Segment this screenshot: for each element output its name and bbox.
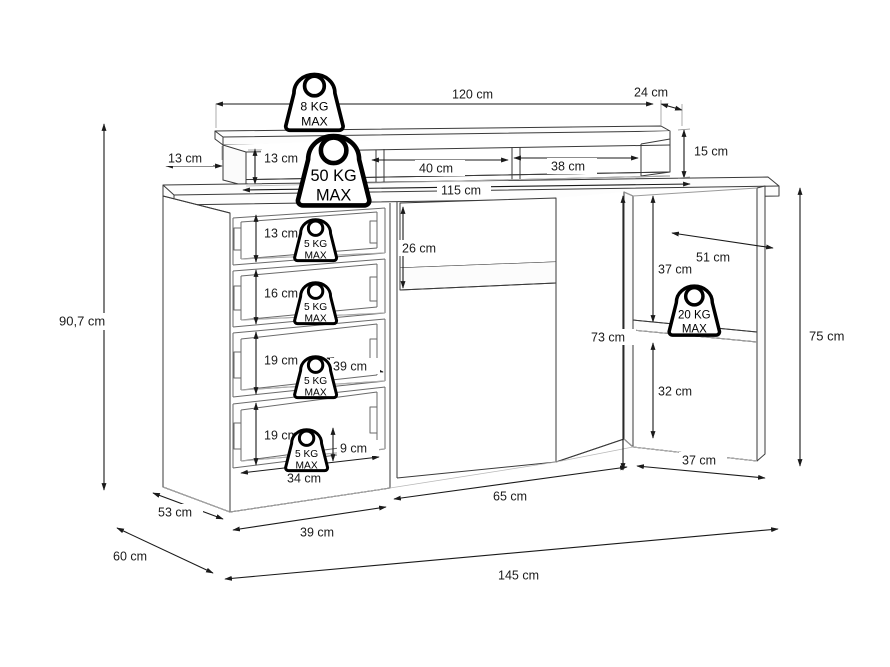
load-badge-max: MAX [305, 250, 327, 261]
dim-label-shelf-lower-height: 32 cm [658, 384, 692, 398]
label-24cm: 24 cm [630, 84, 680, 100]
dim-label-shelf-upper-height: 37 cm [658, 262, 692, 276]
label-60cm: 60 cm [110, 548, 158, 564]
load-badge-desktop: 50 KG MAX [295, 133, 372, 208]
load-badge-max: MAX [305, 387, 327, 398]
label-13cm-opening: 13 cm [261, 150, 309, 166]
dim-label-hutch-opening-height: 13 cm [264, 151, 298, 165]
dim-label-drawer2-height: 16 cm [264, 286, 298, 300]
right-unit-left-panel [623, 191, 634, 448]
label-9cm: 9 cm [337, 440, 379, 456]
dim-label-cabinet-front-width: 39 cm [300, 525, 334, 539]
dim-base-depth [116, 527, 214, 574]
load-badge-max: MAX [316, 187, 351, 205]
load-badge-right-shelf: 20 KG MAX [667, 284, 722, 337]
dim-shelf-width [636, 464, 766, 480]
load-badge-kg: 20 KG [678, 310, 711, 322]
label-73cm: 73 cm [588, 329, 636, 345]
dim-label-drawer4-height: 19 cm [264, 428, 298, 442]
label-15cm: 15 cm [691, 143, 739, 159]
dim-hutch-overhang [660, 103, 683, 111]
label-65cm: 65 cm [490, 488, 538, 504]
label-40cm: 40 cm [415, 160, 465, 176]
label-19cm-drawer3: 19 cm [261, 352, 309, 368]
left-side-panel [162, 195, 231, 513]
keyboard-tray [399, 197, 557, 269]
load-badge-drawer-1: 5 KG MAX [293, 218, 339, 263]
dim-label-hutch-comp-left: 40 cm [419, 161, 453, 175]
dim-label-hutch-overhang: 24 cm [634, 85, 668, 99]
hutch-right-end [640, 138, 671, 145]
dimension-labels: 120 cm 24 cm 13 cm 13 cm 40 cm [56, 84, 854, 583]
label-120cm: 120 cm [447, 86, 503, 102]
load-badge-kg: 5 KG [304, 239, 327, 250]
load-badge-hutch-top: 8 KG MAX [283, 72, 345, 133]
label-53cm: 53 cm [155, 504, 203, 520]
dim-label-overall-width: 145 cm [498, 568, 539, 582]
load-badge-max: MAX [305, 313, 327, 324]
dim-label-drawer1-height: 13 cm [264, 226, 298, 240]
label-90-7cm: 90,7 cm [56, 313, 116, 330]
label-13cm-depth: 13 cm [165, 150, 213, 166]
load-badge-max: MAX [296, 460, 318, 471]
load-badge-drawer-3: 5 KG MAX [293, 355, 339, 400]
dim-label-leg-clear-height: 73 cm [591, 330, 625, 344]
label-39cm-front: 39 cm [297, 524, 345, 540]
dim-label-keyboard-tray: 26 cm [402, 241, 436, 255]
load-badge-drawer-4: 5 KG MAX [284, 428, 330, 473]
label-37cm-upper: 37 cm [655, 261, 703, 277]
right-unit-right-panel [756, 185, 766, 462]
dim-label-shelf-depth: 51 cm [696, 250, 730, 264]
load-badge-kg: 5 KG [304, 302, 327, 313]
label-16cm-drawer2: 16 cm [261, 285, 309, 301]
dim-label-drawer-inner-width: 34 cm [287, 471, 321, 485]
dim-label-desk-height: 75 cm [809, 328, 844, 343]
dim-label-base-depth: 60 cm [113, 549, 147, 563]
dim-label-drawer-depth: 39 cm [333, 359, 367, 373]
label-39cm-depth: 39 cm [330, 358, 380, 374]
label-13cm-drawer1: 13 cm [261, 225, 309, 241]
hutch-left-block [222, 144, 247, 187]
label-115cm: 115 cm [437, 183, 491, 198]
load-badge-max: MAX [301, 114, 328, 128]
load-badge-max: MAX [682, 323, 707, 335]
label-38cm: 38 cm [547, 158, 597, 174]
dim-label-knee-space: 65 cm [493, 489, 527, 503]
load-badge-drawer-2: 5 KG MAX [293, 281, 339, 326]
label-145cm: 145 cm [495, 567, 549, 583]
dim-label-cabinet-depth: 53 cm [158, 505, 192, 519]
dim-label-shelf-width: 37 cm [682, 453, 716, 467]
dim-overall-width [224, 527, 779, 581]
dim-label-drawer3-height: 19 cm [264, 353, 298, 367]
load-badge-kg: 5 KG [304, 376, 327, 387]
dim-label-hutch-left-depth: 13 cm [168, 151, 202, 165]
dim-label-hutch-top-width: 120 cm [452, 87, 493, 101]
dim-cabinet-front-width [232, 505, 387, 532]
knee-space-floor [396, 461, 557, 479]
dim-label-hutch-height: 15 cm [694, 144, 728, 158]
center-back-panel [555, 192, 625, 463]
dim-label-drawer-inner-height: 9 cm [340, 441, 367, 455]
dim-shelf-depth [671, 231, 774, 250]
label-32cm: 32 cm [655, 383, 703, 399]
label-51cm: 51 cm [693, 249, 741, 265]
dim-knee-space [393, 465, 628, 501]
label-37cm-width: 37 cm [679, 452, 727, 468]
dim-label-overall-height: 90,7 cm [59, 313, 105, 328]
dim-label-desktop-width: 115 cm [441, 183, 481, 197]
dim-label-hutch-comp-right: 38 cm [551, 159, 585, 173]
label-34cm: 34 cm [284, 470, 334, 486]
load-badge-kg: 8 KG [300, 100, 328, 114]
load-badge-kg: 5 KG [295, 449, 318, 460]
load-badge-kg: 50 KG [310, 167, 356, 185]
label-26cm: 26 cm [399, 240, 449, 256]
label-75cm: 75 cm [806, 328, 854, 345]
